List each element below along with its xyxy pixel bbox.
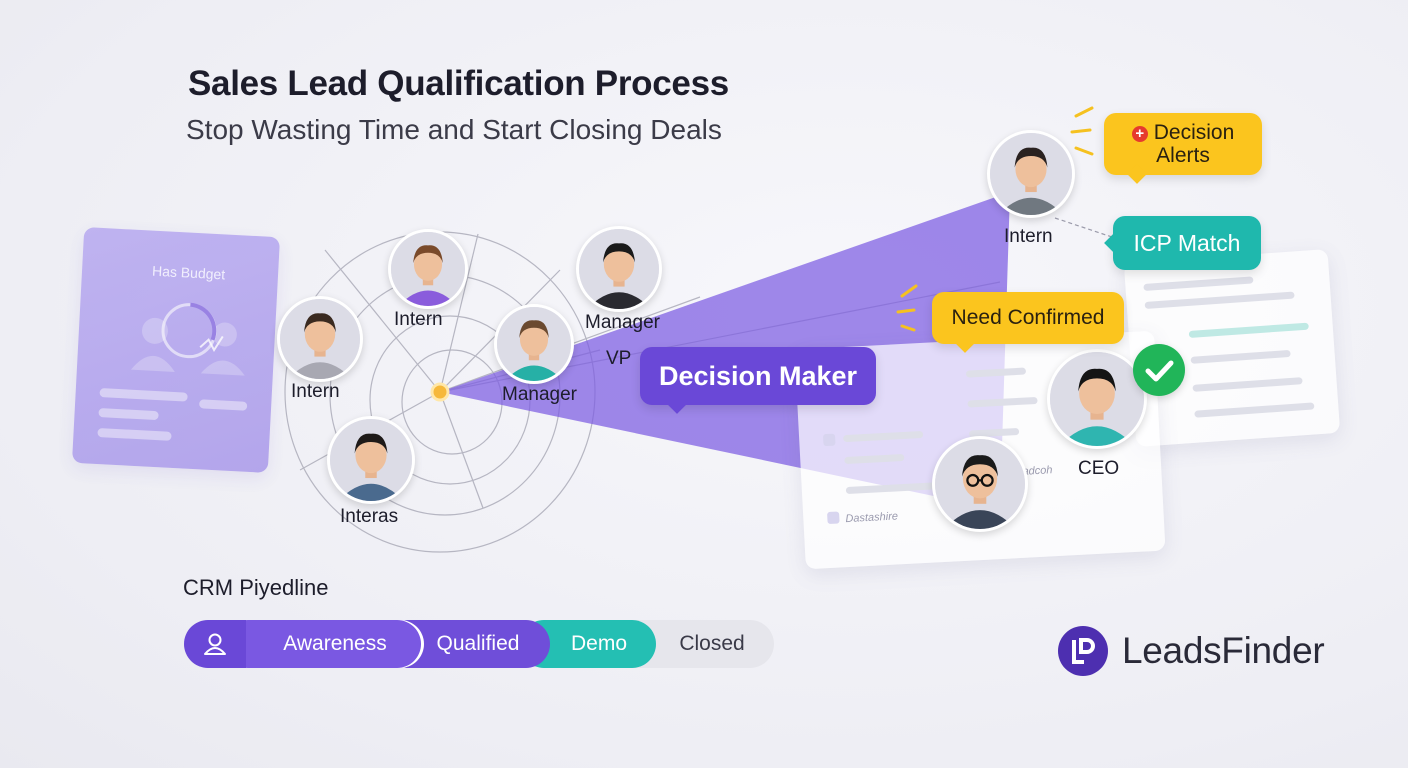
- budget-gauge-icon: [130, 302, 245, 376]
- crm-line: [965, 367, 1027, 378]
- crm-line: [1194, 402, 1315, 418]
- crm-line: [843, 430, 924, 443]
- crm-panel-text: Dastashire: [845, 510, 899, 526]
- alert-rays: [896, 106, 1094, 332]
- decision-alerts-bubble: + Decision Alerts: [1104, 113, 1262, 175]
- stage-label: Qualified: [436, 632, 520, 655]
- page-title: Sales Lead Qualification Process: [188, 64, 729, 103]
- icp-match-bubble: ICP Match: [1113, 216, 1261, 270]
- crm-pipeline: Awareness Qualified Demo Closed: [184, 620, 774, 668]
- pipeline-user-button[interactable]: [184, 620, 246, 668]
- avatar-intern-topright[interactable]: [987, 130, 1075, 218]
- radar-ring: [401, 349, 503, 455]
- crm-item-icon: [822, 433, 836, 447]
- pipeline-title: CRM Piyedline: [183, 575, 329, 600]
- crm-line: [845, 482, 936, 495]
- stage-label: Awareness: [283, 632, 387, 655]
- vp-label: VP: [606, 348, 632, 369]
- crm-line: [967, 396, 1038, 408]
- avatar-ceo[interactable]: [1047, 349, 1147, 449]
- stage-awareness[interactable]: Awareness: [224, 620, 424, 668]
- user-icon: [204, 633, 226, 655]
- crm-line: [1190, 349, 1291, 364]
- need-confirmed-text: Need Confirmed: [951, 306, 1105, 329]
- avatar-label: Intern: [1004, 226, 1053, 247]
- avatar-label: Manager: [585, 312, 660, 333]
- avatar-intern-left[interactable]: [277, 296, 363, 382]
- avatar-manager-right[interactable]: [576, 226, 662, 312]
- avatar-label: Intern: [291, 381, 340, 402]
- decision-alerts-line1: Decision: [1153, 121, 1235, 144]
- avatar-label: Interas: [340, 506, 399, 527]
- icp-match-text: ICP Match: [1133, 229, 1241, 256]
- avatar-glasses-person[interactable]: [932, 436, 1028, 532]
- need-confirmed-bubble: Need Confirmed: [932, 292, 1124, 344]
- check-icon: [1133, 344, 1185, 396]
- avatar-label: CEO: [1078, 458, 1120, 479]
- decision-alerts-line2: Alerts: [1156, 144, 1210, 167]
- decision-maker-bubble: Decision Maker: [640, 347, 876, 405]
- avatar-intern-top[interactable]: [388, 229, 468, 309]
- crm-line: [1188, 322, 1309, 338]
- budget-card: Has Budget: [71, 227, 281, 473]
- alert-plus-icon: +: [1131, 126, 1148, 142]
- brand-name: LeadsFinder: [1122, 630, 1325, 671]
- logo-mark-icon: [1058, 626, 1108, 676]
- avatar-manager-center[interactable]: [494, 304, 574, 384]
- page-subtitle: Stop Wasting Time and Start Closing Deal…: [186, 114, 722, 145]
- avatar-label: Intern: [394, 309, 443, 330]
- stage-label: Demo: [570, 632, 628, 655]
- radar-center-dot: [430, 382, 450, 402]
- crm-line: [1144, 291, 1295, 309]
- radar-spoke: [439, 391, 484, 509]
- stage-label: Closed: [679, 632, 745, 655]
- crm-line: [1143, 276, 1254, 292]
- crm-item-icon: [827, 511, 840, 525]
- decision-alerts-text: + Decision Alerts: [1131, 121, 1235, 167]
- connector-line: [1054, 217, 1116, 239]
- avatar-interas-bottom[interactable]: [327, 416, 415, 504]
- avatar-label: Manager: [502, 384, 577, 405]
- radar-spoke: [324, 249, 441, 393]
- crm-line: [844, 453, 905, 465]
- decision-maker-text: Decision Maker: [658, 360, 858, 391]
- brand-logo[interactable]: LeadsFinder: [1058, 626, 1325, 676]
- radar-spoke: [439, 233, 479, 393]
- crm-line: [1192, 377, 1303, 392]
